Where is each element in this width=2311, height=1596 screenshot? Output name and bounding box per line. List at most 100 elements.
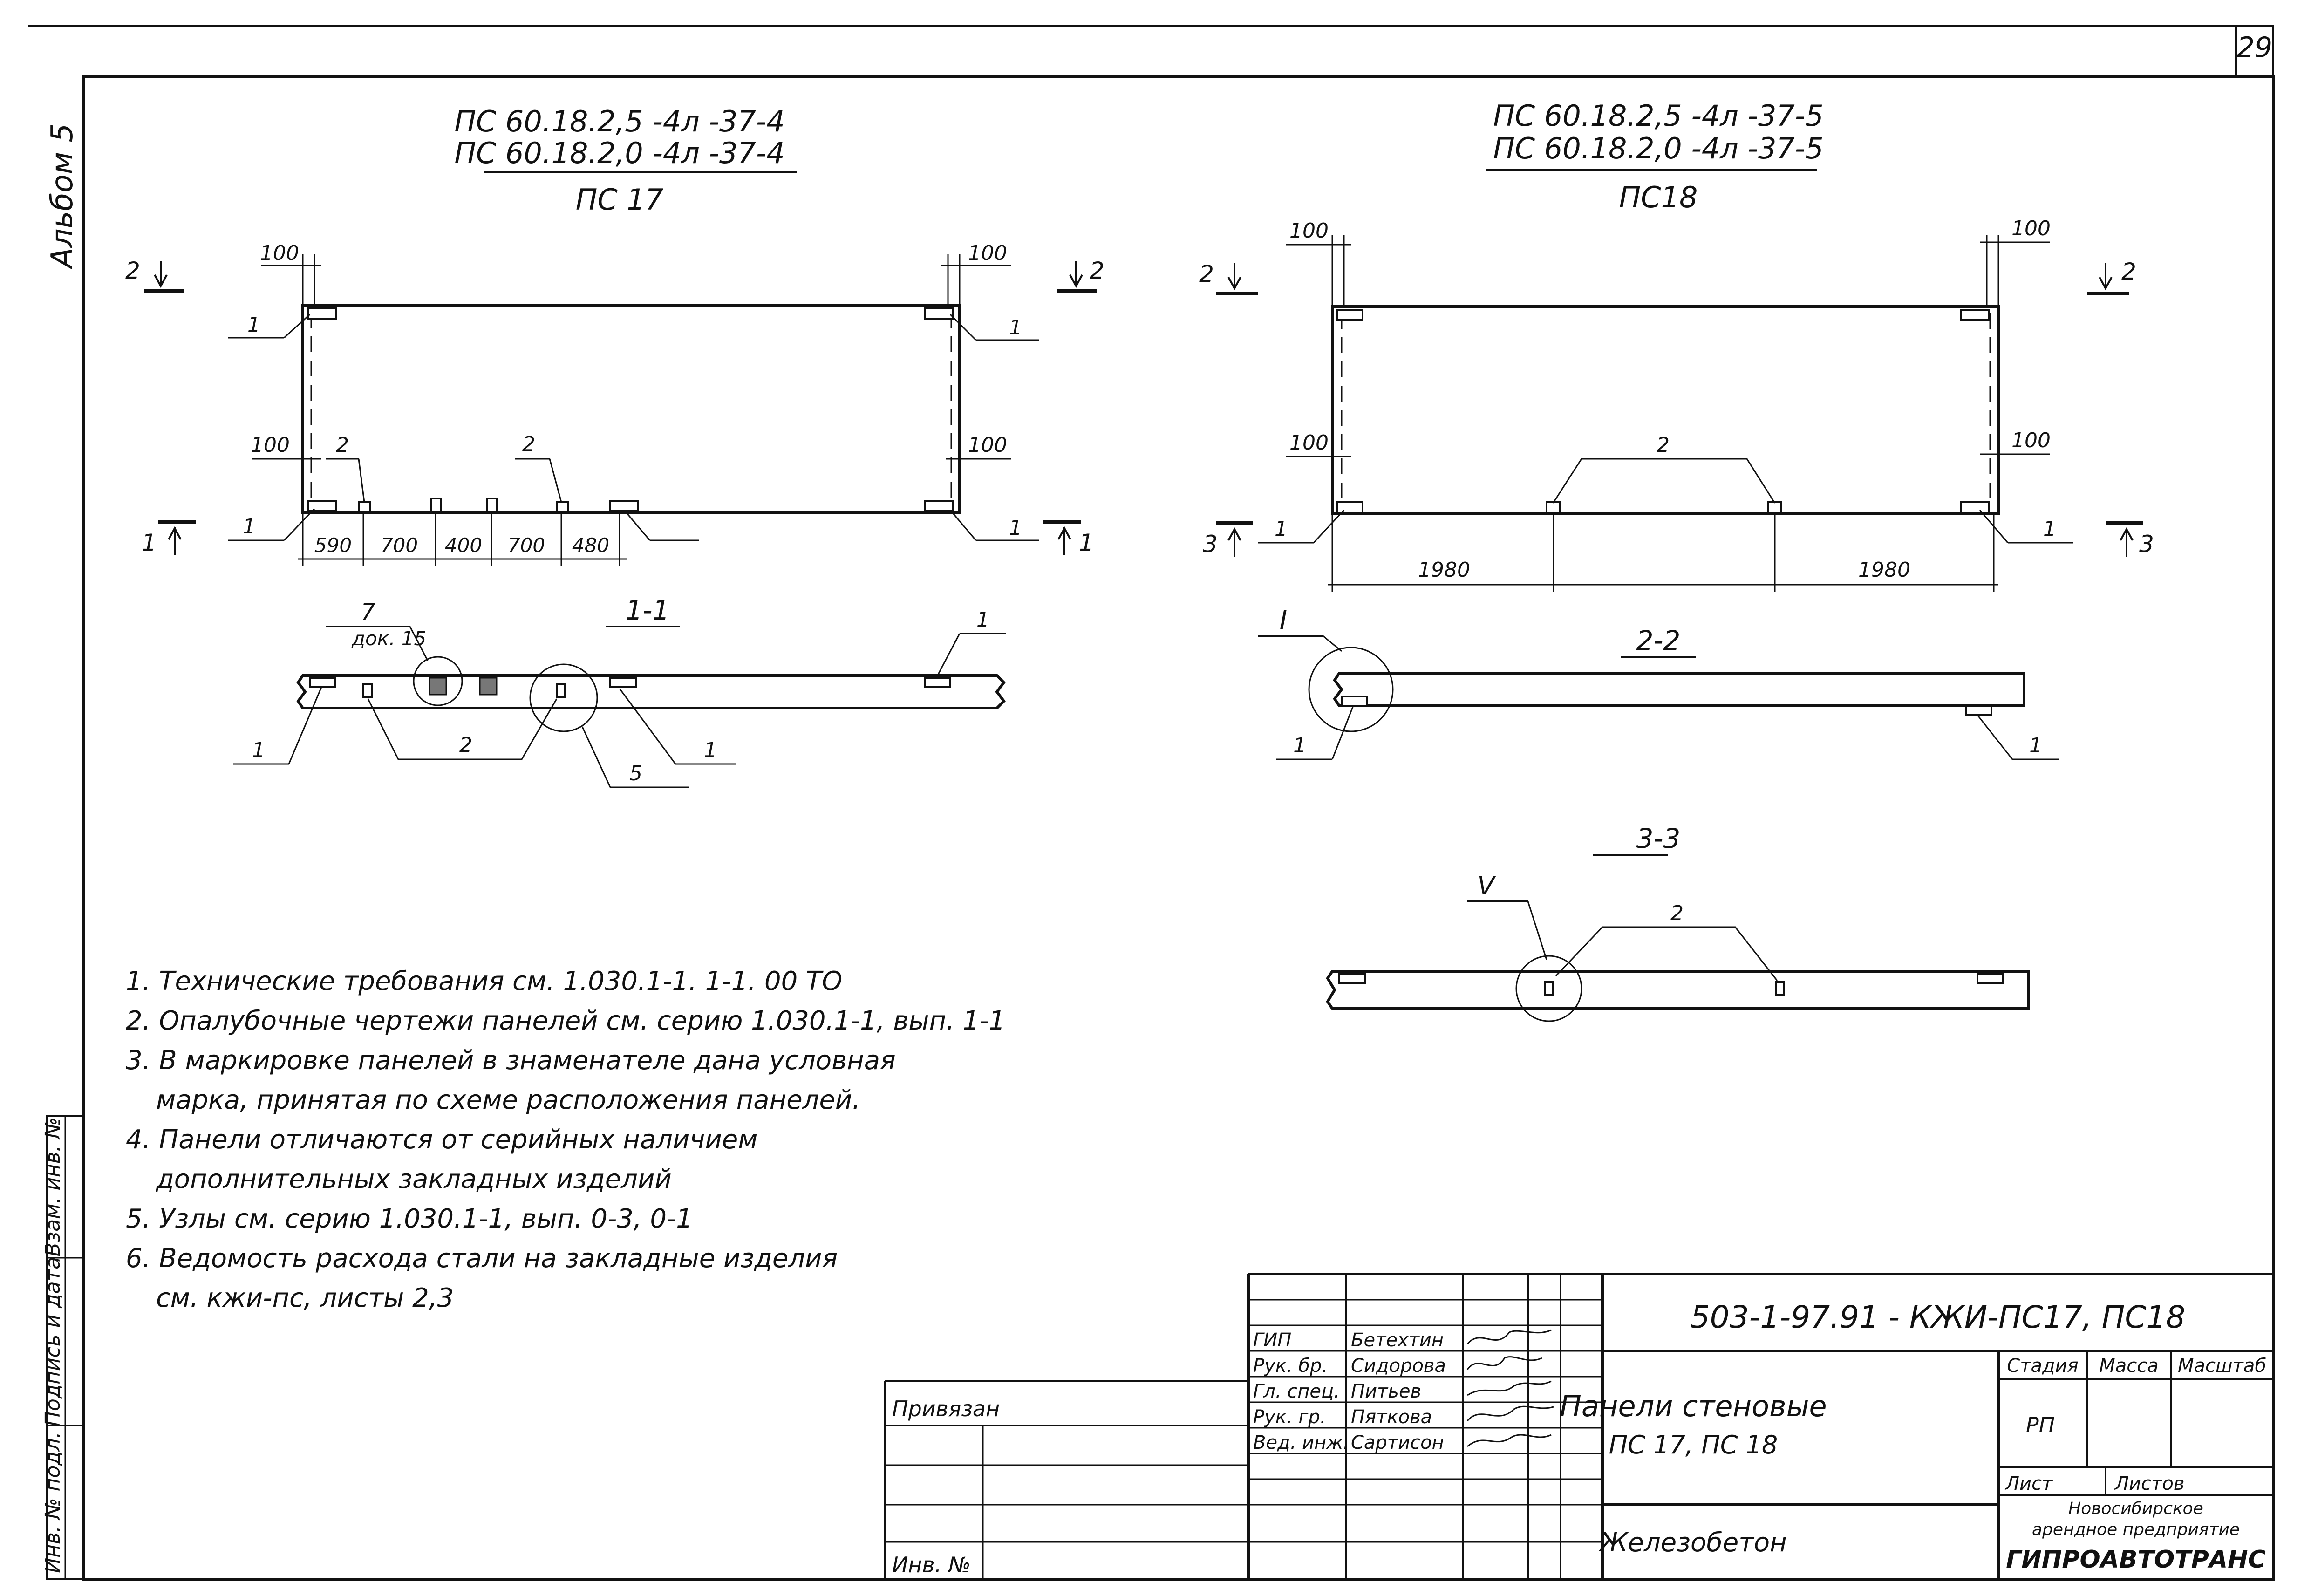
embed-1 (307, 307, 337, 320)
left-callout-1: 1 (1009, 516, 1022, 540)
note-line: 3. В маркировке панелей в знаменателе да… (126, 1045, 896, 1076)
note-line: 1. Технические требования см. 1.030.1-1.… (126, 966, 842, 996)
right-mark-line-2: ПС 60.18.2,0 -4л -37-5 (1493, 131, 1823, 165)
note-line: 5. Узлы см. серию 1.030.1-1, вып. 0-3, 0… (126, 1204, 693, 1234)
signature (1466, 1329, 1552, 1344)
tb-col-scale: Масштаб (2178, 1355, 2266, 1377)
side-stamp: Инв. № подл. Подпись и дата Взам. инв. № (41, 1115, 85, 1580)
section-2-2-callout: 1 (1293, 734, 1306, 757)
section-1-1-callout: 2 (459, 733, 472, 757)
section-1-1-callout: 1 (252, 738, 265, 762)
note-line: 6. Ведомость расхода стали на закладные … (126, 1243, 838, 1274)
section-3-3-callout-V: V (1478, 871, 1497, 900)
panel-elevation-left (301, 304, 961, 514)
right-cut-3b: 3 (2139, 531, 2154, 558)
sheet-frame (82, 75, 2275, 1581)
tb-role: Гл. спец. (1253, 1381, 1340, 1402)
left-chain-dim: 400 (445, 534, 482, 557)
right-dim-top-1: 100 (1289, 219, 1329, 243)
right-dim-bottom-1: 100 (1289, 431, 1329, 455)
note-line: 4. Панели отличаются от серийных наличие… (126, 1125, 758, 1155)
left-callout-1: 1 (247, 313, 260, 337)
tb-material: Железобетон (1598, 1528, 1787, 1558)
tb-role: Вед. инж. (1253, 1432, 1349, 1453)
left-callout-2: 2 (522, 432, 535, 456)
left-mark-line-2: ПС 60.18.2,0 -4л -37-4 (454, 136, 784, 170)
tb-sheets-label: Листов (2114, 1473, 2184, 1494)
section-2-2-profile (1333, 672, 2025, 707)
left-mark-line-1: ПС 60.18.2,5 -4л -37-4 (454, 104, 784, 138)
section-1-1-profile (296, 674, 1006, 709)
section-1-1-callout-7: 7 (361, 599, 375, 625)
embed-1 (924, 500, 954, 512)
signature (1467, 1434, 1552, 1447)
left-chain-dim: 480 (572, 534, 609, 557)
embed-2 (430, 498, 442, 512)
left-cut-2a: 2 (125, 257, 140, 284)
section-1-1-callout: 5 (629, 762, 642, 785)
tb-title-1: Панели стеновые (1560, 1389, 1827, 1423)
panel-elevation-right (1331, 305, 2000, 515)
left-cut-2b: 2 (1090, 257, 1104, 284)
left-cut-1a: 1 (142, 529, 157, 556)
embed-2 (358, 501, 371, 512)
tb-title-2: ПС 17, ПС 18 (1609, 1430, 1778, 1460)
side-stamp-podpis: Подпись и дата (41, 1257, 65, 1426)
title-block: ГИП Рук. бр. Гл. спец. Рук. гр. Вед. инж… (1247, 1273, 2273, 1579)
left-cut-1b: 1 (1079, 529, 1094, 556)
note-line: марка, принятая по схеме расположения па… (156, 1085, 860, 1115)
section-3-3-callout: 2 (1670, 901, 1684, 925)
sheet-number-box (2235, 25, 2274, 78)
right-chain-dim: 1980 (1858, 558, 1910, 582)
right-callout-2: 2 (1657, 433, 1670, 457)
tb-name: Питьев (1351, 1381, 1421, 1402)
drawing-left: ПС 60.18.2,5 -4л -37-4 ПС 60.18.2,0 -4л … (125, 104, 1104, 788)
tb-name: Бетехтин (1351, 1330, 1444, 1351)
tb-col-stage: Стадия (2007, 1355, 2078, 1377)
tb-org-name: ГИПРОАВТОТРАНС (2006, 1546, 2266, 1574)
right-dim-bottom-2: 100 (2011, 429, 2051, 452)
tb-role: Рук. бр. (1253, 1355, 1328, 1377)
embed-1 (609, 500, 639, 512)
left-callout-2: 2 (336, 433, 349, 457)
tb-name: Пяткова (1351, 1406, 1432, 1428)
section-1-1-title: 1-1 (626, 594, 670, 626)
tb-org-2: арендное предприятие (2032, 1520, 2240, 1539)
right-cut-3a: 3 (1203, 531, 1218, 558)
right-mark-line-1: ПС 60.18.2,5 -4л -37-5 (1493, 99, 1823, 133)
tb-org-1: Новосибирское (2068, 1499, 2203, 1518)
right-cut-2b: 2 (2121, 258, 2136, 285)
binding-label: Привязан (892, 1396, 1000, 1421)
side-stamp-inv-podl: Инв. № подл. (41, 1432, 65, 1573)
note-line: дополнительных закладных изделий (156, 1164, 672, 1194)
right-cut-2a: 2 (1199, 260, 1214, 287)
binding-inv-label: Инв. № (892, 1552, 971, 1577)
notes: 1. Технические требования см. 1.030.1-1.… (126, 966, 1005, 1313)
section-2-2-callout: 1 (2029, 734, 2042, 757)
section-1-1-callout: 1 (976, 608, 989, 632)
right-callout-1: 1 (1275, 517, 1288, 541)
tb-col-mass: Масса (2099, 1355, 2159, 1377)
left-dim-top-1: 100 (260, 241, 299, 265)
right-callout-1: 1 (2043, 517, 2056, 541)
section-3-3-profile (1326, 970, 2030, 1010)
left-chain-dim: 700 (381, 534, 418, 557)
binding-block: Привязан Инв. № (884, 1380, 1248, 1579)
album-label: Альбом 5 (45, 123, 80, 270)
embed-1 (307, 500, 337, 512)
sheet-number: 29 (2237, 31, 2272, 64)
right-chain-dim: 1980 (1418, 558, 1470, 582)
embed-1 (924, 307, 954, 320)
tb-stage-value: РП (2026, 1412, 2055, 1438)
embed-2 (486, 498, 498, 512)
tb-name: Сартисон (1351, 1432, 1444, 1453)
section-1-1-doc: док. 15 (351, 627, 426, 650)
signature (1466, 1405, 1554, 1421)
tb-role: Рук. гр. (1253, 1406, 1326, 1428)
section-2-2-callout-I: I (1280, 605, 1288, 635)
right-dim-top-2: 100 (2011, 217, 2051, 240)
signature (1466, 1356, 1542, 1370)
signature (1467, 1380, 1552, 1396)
left-chain-dim: 590 (314, 534, 352, 557)
